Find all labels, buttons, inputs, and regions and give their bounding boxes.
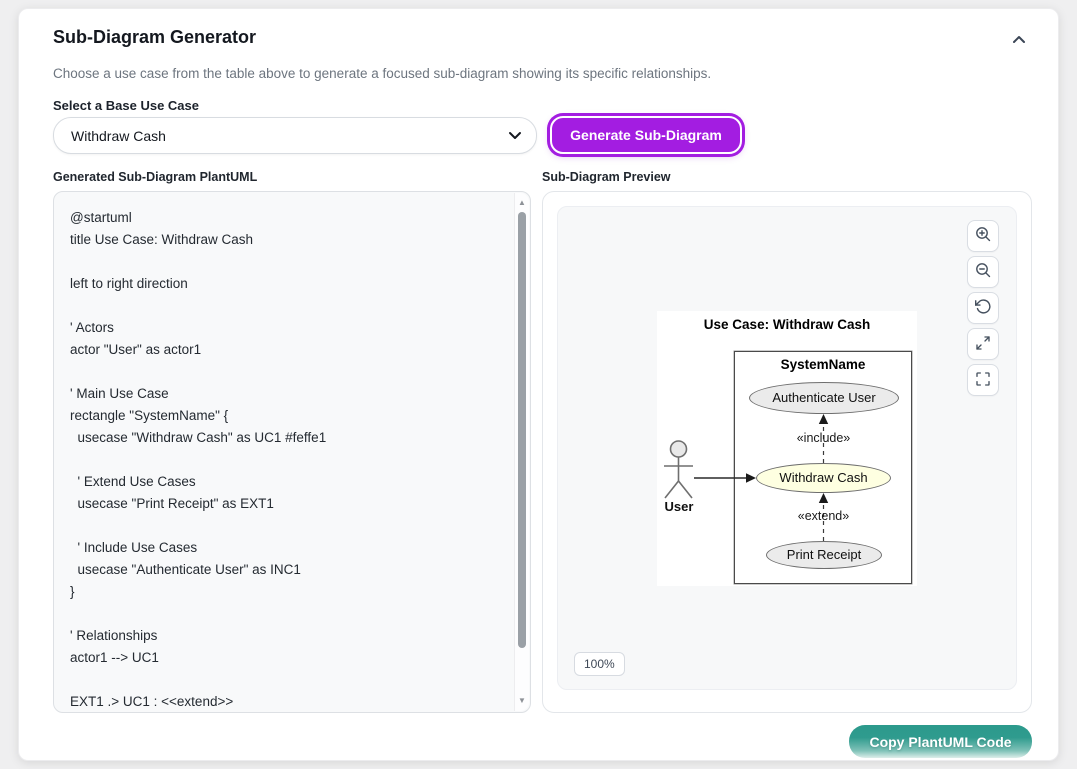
plantuml-code-editor[interactable]: @startuml title Use Case: Withdraw Cash … [53, 191, 531, 713]
usecase-authenticate-user: Authenticate User [749, 381, 899, 414]
scroll-up-arrow-icon[interactable]: ▲ [518, 198, 526, 207]
copy-plantuml-code-button[interactable]: Copy PlantUML Code [849, 725, 1032, 758]
preview-controls [967, 220, 999, 396]
page-title: Sub-Diagram Generator [53, 27, 257, 47]
sub-diagram-generator-panel: Sub-Diagram Generator Choose a use case … [18, 8, 1059, 761]
zoom-out-icon [975, 262, 992, 282]
use-case-select[interactable]: Withdraw Cash [53, 117, 537, 154]
actor-name-label: User [664, 498, 694, 514]
selected-use-case-value: Withdraw Cash [71, 127, 166, 144]
fullscreen-button[interactable] [967, 364, 999, 396]
preview-canvas[interactable]: Use Case: Withdraw Cash SystemName [557, 206, 1017, 690]
chevron-down-icon [508, 127, 522, 145]
actor-figure [664, 439, 693, 498]
plantuml-code-text: @startuml title Use Case: Withdraw Cash … [70, 210, 327, 709]
chevron-up-icon [1010, 31, 1028, 52]
fullscreen-corners-icon [975, 371, 991, 390]
generate-sub-diagram-button[interactable]: Generate Sub-Diagram [550, 116, 742, 154]
system-name-label: SystemName [780, 356, 866, 372]
reset-view-button[interactable] [967, 292, 999, 324]
zoom-in-button[interactable] [967, 220, 999, 252]
preview-container: Use Case: Withdraw Cash SystemName [542, 191, 1032, 713]
zoom-level-badge: 100% [574, 652, 625, 676]
rotate-ccw-icon [974, 298, 992, 318]
preview-label: Sub-Diagram Preview [542, 170, 671, 184]
zoom-in-icon [975, 226, 992, 246]
expand-button[interactable] [967, 328, 999, 360]
uml-diagram: Use Case: Withdraw Cash SystemName [657, 310, 917, 586]
panel-description: Choose a use case from the table above t… [53, 66, 712, 81]
extend-stereotype-label: «extend» [797, 508, 850, 523]
plantuml-code-label: Generated Sub-Diagram PlantUML [53, 170, 258, 184]
collapse-button[interactable] [1005, 27, 1033, 55]
include-stereotype-label: «include» [796, 430, 851, 445]
usecase-print-receipt: Print Receipt [766, 540, 882, 569]
diagram-title: Use Case: Withdraw Cash [703, 316, 871, 332]
code-scrollbar[interactable]: ▲ ▼ [514, 193, 529, 711]
select-base-use-case-label: Select a Base Use Case [53, 98, 199, 113]
scroll-down-arrow-icon[interactable]: ▼ [518, 696, 526, 705]
expand-arrows-icon [975, 335, 991, 354]
scrollbar-thumb[interactable] [518, 212, 526, 648]
usecase-withdraw-cash: Withdraw Cash [756, 462, 891, 493]
zoom-out-button[interactable] [967, 256, 999, 288]
